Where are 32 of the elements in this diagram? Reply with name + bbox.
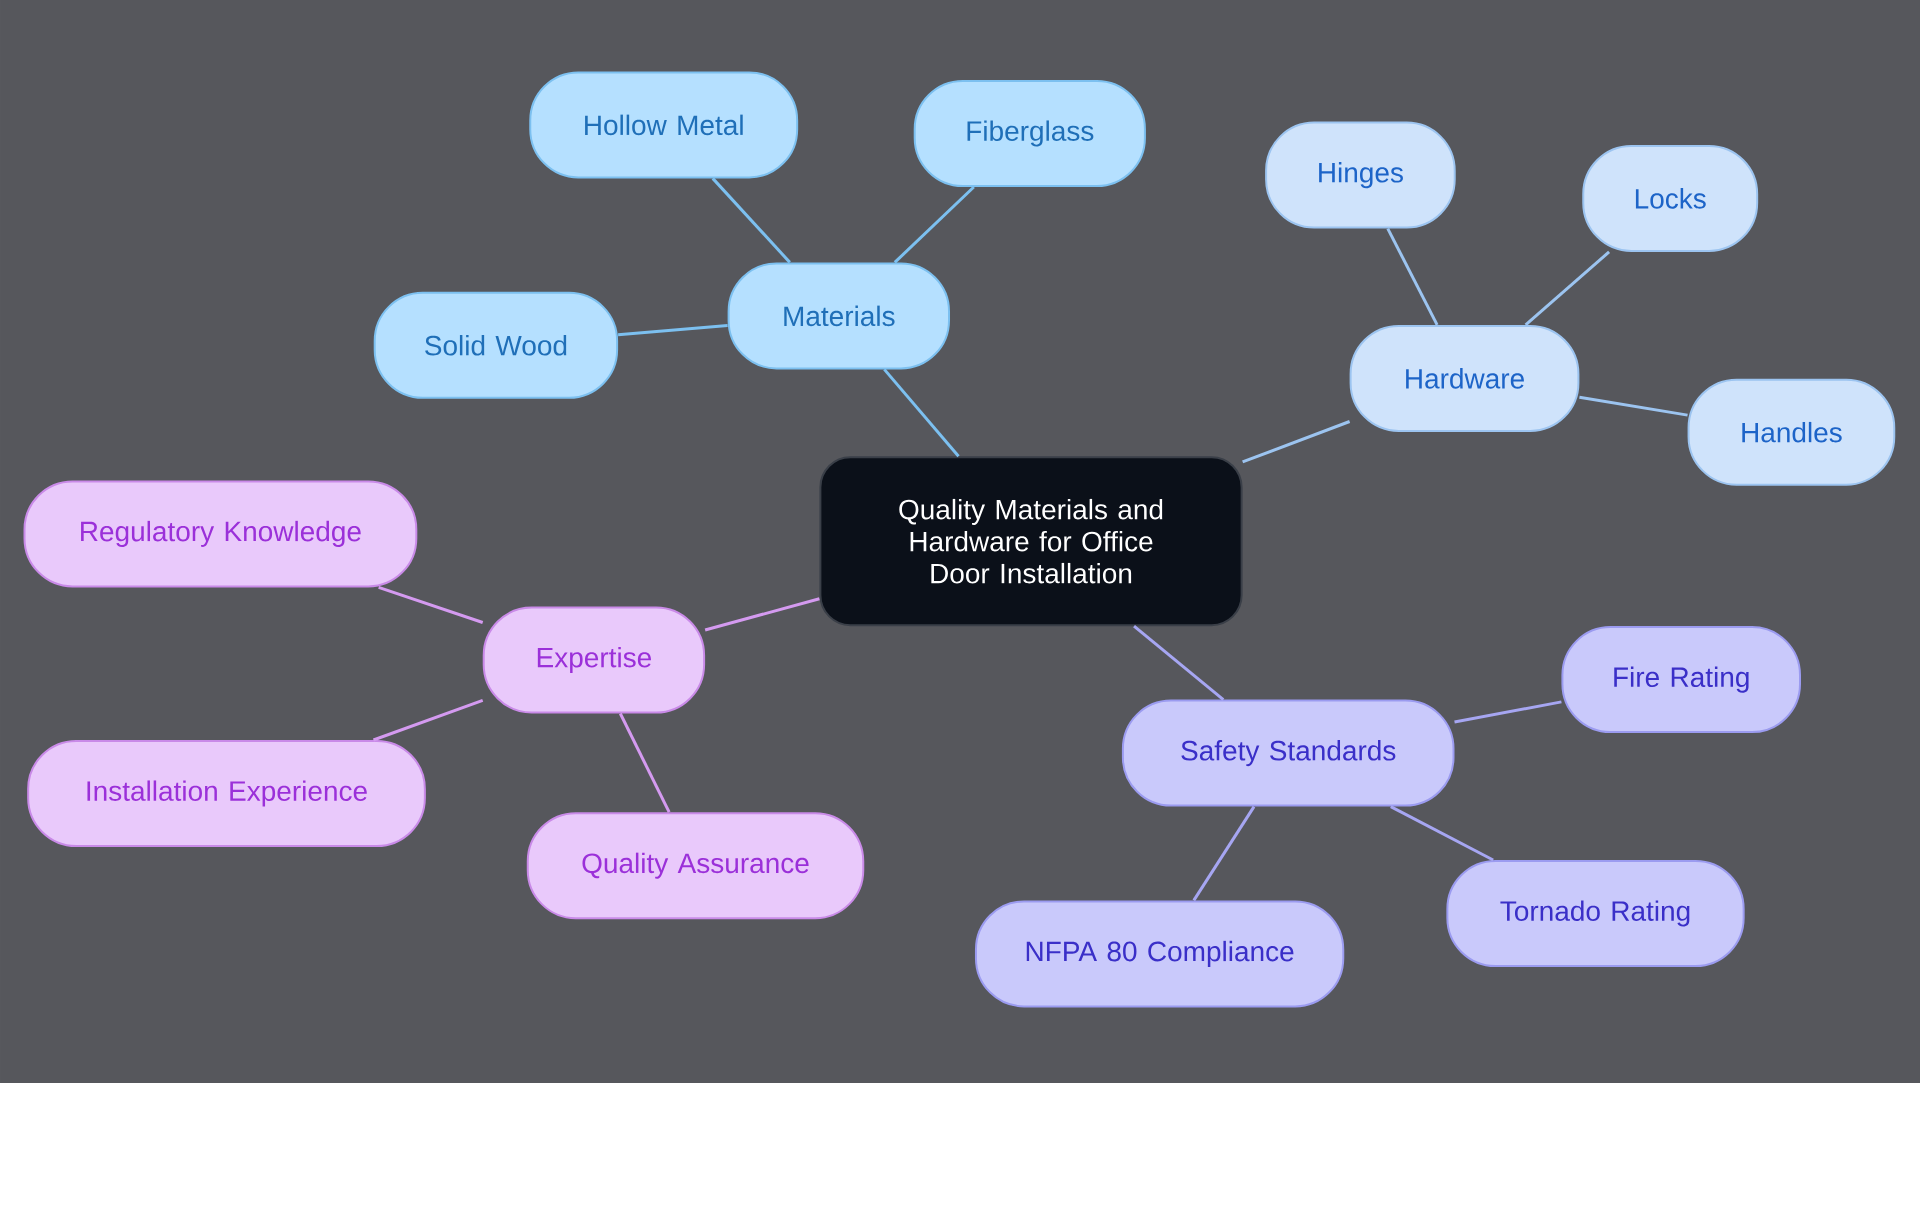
connector-line [1192, 805, 1256, 902]
connector-line [711, 177, 791, 264]
topic-box: NFPA 80 Compliance [974, 900, 1345, 1008]
topic-box: Hollow Metal [529, 71, 799, 179]
connector-line [893, 185, 975, 264]
connector-line [372, 698, 484, 742]
connector-line [1579, 395, 1688, 417]
topic-box: Regulatory Knowledge [23, 480, 418, 588]
connector-line [1133, 625, 1225, 701]
connector-line [1390, 805, 1494, 862]
connector-line [1386, 227, 1439, 326]
topic-box: Quality Assurance [526, 812, 865, 920]
topic-box: Materials [727, 262, 950, 370]
topic-box: Installation Experience [27, 740, 426, 847]
connector-line [1242, 420, 1351, 464]
topic-box: Handles [1687, 378, 1896, 486]
topic-box: Safety Standards [1121, 699, 1455, 807]
connector-line [618, 712, 671, 813]
connector-line [618, 323, 728, 337]
topic-box: Hinges [1265, 121, 1456, 229]
topic-box: Fiberglass [913, 80, 1146, 187]
topic-box: Hardware [1349, 324, 1580, 432]
connector-line [883, 368, 960, 458]
topic-box: Expertise [482, 606, 706, 714]
connector-line [704, 597, 820, 632]
connector-line [1454, 700, 1562, 724]
topic-box: Fire Rating [1561, 626, 1801, 734]
topic-box: Tornado Rating [1446, 860, 1745, 967]
connector-line [378, 585, 484, 624]
topic-box: Solid Wood [373, 291, 619, 399]
central-topic-box: Quality Materials and Hardware for Office Door Installation [819, 456, 1243, 627]
connector-line [1524, 250, 1611, 326]
